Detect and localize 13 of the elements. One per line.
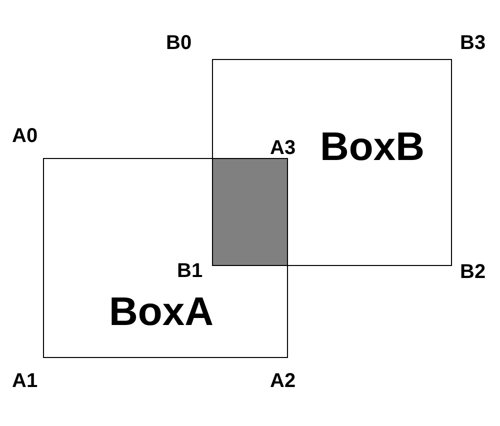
- rectangle-box: [212, 59, 452, 266]
- corner-label: B0: [166, 33, 192, 53]
- corner-label: A2: [270, 371, 296, 391]
- corner-label: B1: [177, 261, 203, 281]
- box-title: BoxB: [320, 127, 424, 167]
- corner-label: A0: [12, 126, 38, 146]
- corner-label: A1: [12, 371, 38, 391]
- corner-label: B2: [460, 262, 486, 282]
- box-title: BoxA: [109, 292, 214, 332]
- corner-label: B3: [460, 33, 486, 53]
- rectangle-box: [43, 158, 288, 358]
- shaded-overlap-region: [212, 158, 288, 266]
- corner-label: A3: [270, 138, 296, 158]
